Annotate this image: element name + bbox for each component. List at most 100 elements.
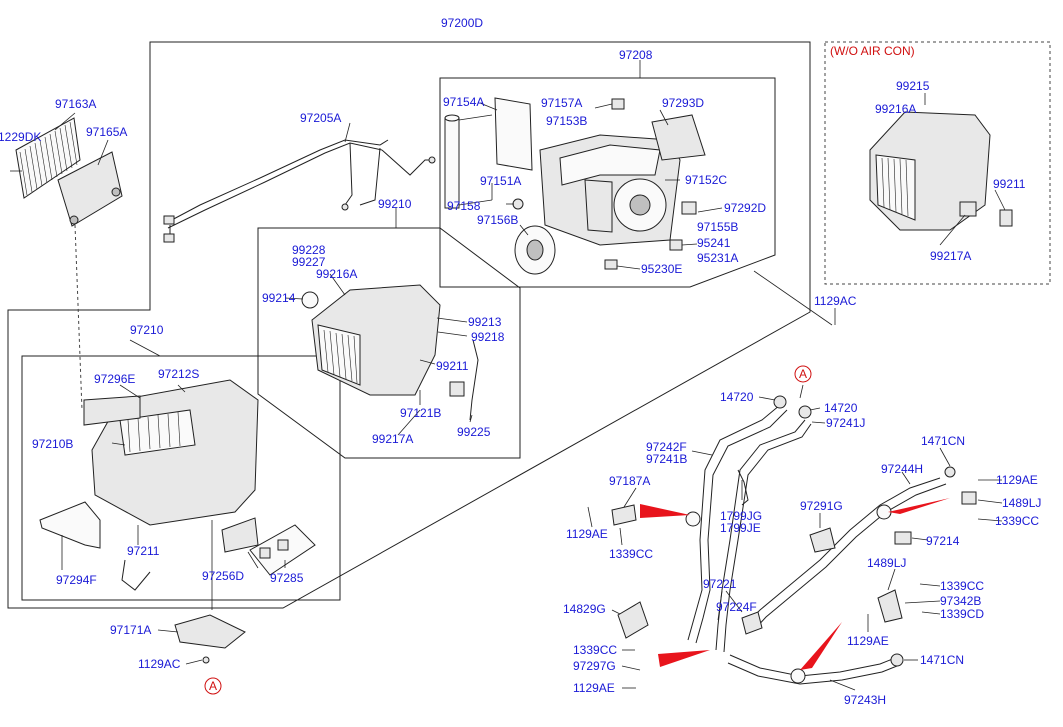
resistor-plate (494, 97, 533, 171)
bracket-97224F (741, 611, 763, 635)
ref-A-bottom: A (209, 679, 217, 693)
blower-fan-97156B (514, 225, 556, 275)
marker-red-2 (888, 498, 950, 514)
label-97243H: 97243H (844, 693, 886, 707)
duct-tube-97151A (444, 114, 493, 209)
duct-97294F (39, 501, 101, 549)
label-97208: 97208 (619, 48, 653, 62)
label-1129AC-top: 1129AC (814, 294, 857, 308)
wiring-harness (163, 139, 436, 243)
heater-unit (83, 379, 259, 526)
label-97152C: 97152C (685, 173, 727, 187)
label-97256D: 97256D (202, 569, 244, 583)
label-97292D: 97292D (724, 201, 766, 215)
label-97121B: 97121B (400, 406, 441, 420)
marker-red-1 (640, 504, 690, 518)
heater-unit-no-ac (869, 111, 1013, 231)
label-97291G: 97291G (800, 499, 843, 513)
label-1129AC-bot: 1129AC (138, 657, 181, 671)
bracket-97293D (651, 114, 706, 161)
frame-wo-air-con (824, 41, 1051, 285)
marker-red-4 (658, 650, 710, 667)
frame-97210 (21, 355, 341, 601)
part-97285 (249, 524, 316, 576)
label-97214: 97214 (926, 534, 960, 548)
label-1229DK: 1229DK (0, 130, 41, 144)
label-1471CN-top: 1471CN (921, 434, 965, 448)
label-99227: 99227 (292, 255, 326, 269)
label-97187A: 97187A (609, 474, 650, 488)
ref-A-right: A (799, 367, 807, 381)
label-97154A: 97154A (443, 95, 484, 109)
label-97205A: 97205A (300, 111, 341, 125)
label-99217A-r: 99217A (930, 249, 971, 263)
label-1799JG: 1799JG (720, 509, 762, 523)
label-97241J: 97241J (826, 416, 865, 430)
label-99216A: 99216A (316, 267, 357, 281)
label-97165A: 97165A (86, 125, 127, 139)
label-1339CC-l2: 1339CC (573, 643, 617, 657)
label-97241B: 97241B (646, 452, 687, 466)
label-1129AE-r1: 1129AE (996, 473, 1038, 487)
label-1129AE-l2: 1129AE (573, 681, 615, 695)
part-1489LJ (961, 491, 977, 505)
label-97244H: 97244H (881, 462, 923, 476)
label-99217A: 99217A (372, 432, 413, 446)
label-1339CC-l1: 1339CC (609, 547, 653, 561)
label-97153B: 97153B (546, 114, 587, 128)
heater-hoses (685, 395, 956, 685)
label-95230E: 95230E (641, 262, 682, 276)
label-99211-r: 99211 (993, 177, 1026, 191)
label-97155B: 97155B (697, 220, 738, 234)
label-97293D: 97293D (662, 96, 704, 110)
label-97200D: 97200D (441, 16, 483, 30)
part-97157A (611, 98, 625, 110)
bracket-97291G (809, 527, 836, 553)
label-95231A: 95231A (697, 251, 738, 265)
label-97151A: 97151A (480, 174, 521, 188)
label-97211: 97211 (127, 544, 160, 558)
label-97285: 97285 (270, 571, 304, 585)
ref-circle-A-right (794, 365, 812, 383)
blower-unit (539, 134, 681, 246)
marker-red-3 (800, 622, 842, 670)
label-14720-b: 14720 (824, 401, 858, 415)
label-99218: 99218 (471, 330, 505, 344)
clip-14829G (617, 601, 649, 639)
label-97294F: 97294F (56, 573, 97, 587)
label-1489LJ-a: 1489LJ (1002, 496, 1041, 510)
part-97292D (681, 201, 697, 215)
frame-99210 (257, 227, 521, 459)
label-1489LJ-b: 1489LJ (867, 556, 906, 570)
bracket-97171A (174, 614, 246, 649)
filter-cover (57, 151, 123, 227)
label-14720-a: 14720 (720, 390, 754, 404)
harness-97211 (121, 559, 151, 591)
label-97210: 97210 (130, 323, 164, 337)
label-97221: 97221 (703, 577, 737, 591)
leader-lines (54, 60, 1006, 691)
label-97210B: 97210B (32, 437, 73, 451)
label-97171A: 97171A (110, 623, 151, 637)
label-1129AE-l1: 1129AE (566, 527, 608, 541)
label-97224F: 97224F (716, 600, 757, 614)
label-97212S: 97212S (158, 367, 199, 381)
frame-97200D (7, 41, 811, 609)
label-99225: 99225 (457, 425, 491, 439)
frame-97208 (439, 77, 776, 288)
label-97163A: 97163A (55, 97, 96, 111)
part-97256D (221, 517, 259, 553)
part-95241 (669, 239, 683, 251)
label-1129AE-mid: 1129AE (847, 634, 889, 648)
label-1339CD: 1339CD (940, 607, 984, 621)
label-1799JE: 1799JE (720, 521, 761, 535)
part-97214 (894, 531, 912, 545)
part-95230E (604, 259, 618, 270)
label-99216A-r: 99216A (875, 102, 916, 116)
bracket-97342B (877, 589, 903, 623)
label-1471CN-bot: 1471CN (920, 653, 964, 667)
ref-circle-A-bottom (204, 677, 222, 695)
label-95241: 95241 (697, 236, 731, 250)
cabin-filter (15, 117, 81, 199)
